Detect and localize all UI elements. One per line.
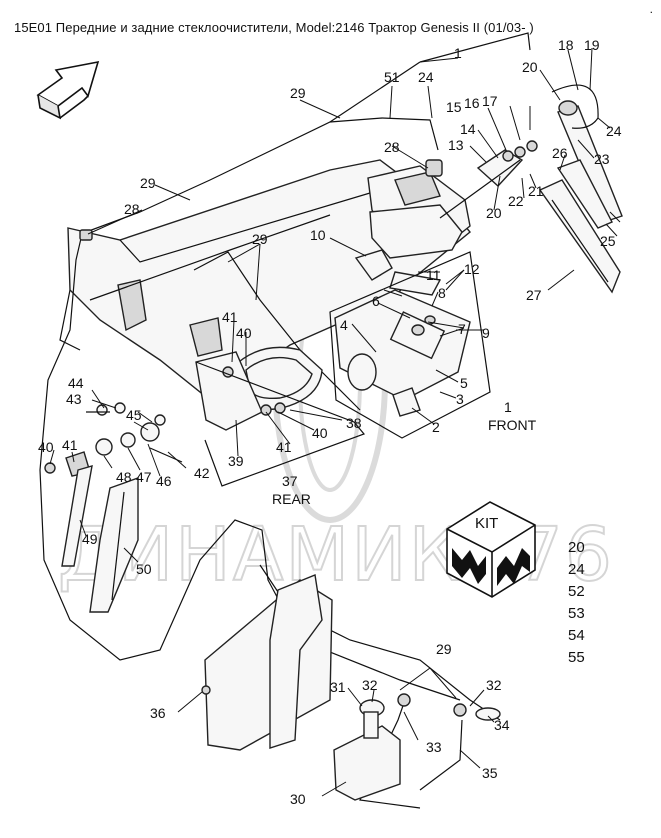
- callout-34: 34: [494, 717, 510, 733]
- front-wiper-blade: [538, 159, 621, 294]
- callout-1: 1: [454, 45, 462, 61]
- callout-40b: 40: [312, 425, 328, 441]
- callout-31: 31: [330, 679, 346, 695]
- callout-4: 4: [340, 317, 348, 333]
- callout-32a: 32: [362, 677, 378, 693]
- callout-45: 45: [126, 407, 142, 423]
- kit-label: KIT: [475, 515, 498, 532]
- callout-28a: 28: [384, 139, 400, 155]
- callout-30: 30: [290, 791, 306, 807]
- washer-reservoir: [201, 574, 501, 801]
- kit-item: 52: [568, 583, 585, 600]
- callout-18: 18: [558, 37, 574, 53]
- kit-item: 55: [568, 649, 585, 666]
- callout-11: 11: [426, 267, 441, 283]
- callout-35: 35: [482, 765, 498, 781]
- kit-item: 20: [568, 539, 585, 556]
- callout-27: 27: [526, 287, 542, 303]
- callout-39: 39: [228, 453, 244, 469]
- callout-28b: 28: [124, 201, 140, 217]
- callout-40a: 40: [236, 325, 252, 341]
- callout-44: 44: [68, 375, 84, 391]
- callout-26: 26: [552, 145, 568, 161]
- callout-49: 49: [82, 531, 98, 547]
- callout-33: 33: [426, 739, 442, 755]
- callout-36: 36: [150, 705, 166, 721]
- callout-38: 38: [346, 415, 362, 431]
- callout-6: 6: [372, 293, 380, 309]
- callout-13: 13: [448, 137, 464, 153]
- corner-mark: .: [649, 2, 653, 16]
- caption-front: FRONT: [488, 417, 537, 433]
- callout-1b: 1: [504, 399, 512, 415]
- callout-16: 16: [464, 95, 480, 111]
- callout-2: 2: [432, 419, 440, 435]
- kit-item: 24: [568, 561, 585, 578]
- callout-22: 22: [508, 193, 524, 209]
- callout-25: 25: [600, 233, 616, 249]
- callout-19: 19: [584, 37, 600, 53]
- leader-lines: [49, 47, 621, 797]
- kit-item: 53: [568, 605, 585, 622]
- callout-9: 9: [482, 325, 490, 341]
- callout-41b: 41: [276, 439, 292, 455]
- callout-14: 14: [460, 121, 476, 137]
- callout-labels: 1 18 19 20 24 23 26 15 16 17 14 13 21 22…: [38, 37, 622, 807]
- callout-24: 24: [606, 123, 622, 139]
- callout-40c: 40: [38, 439, 54, 455]
- callout-23: 23: [594, 151, 610, 167]
- rear-wiper-blade: [89, 477, 139, 613]
- callout-21: 21: [528, 183, 544, 199]
- callout-15: 15: [446, 99, 462, 115]
- direction-arrow-icon: [36, 60, 100, 120]
- callout-32b: 32: [486, 677, 502, 693]
- callout-41c: 41: [62, 437, 78, 453]
- callout-29d: 29: [436, 641, 452, 657]
- rear-wiper-parts: [44, 402, 183, 567]
- front-motor-assembly: [334, 249, 471, 417]
- callout-7: 7: [458, 321, 466, 337]
- callout-3: 3: [456, 391, 464, 407]
- callout-20b: 20: [486, 205, 502, 221]
- cab-roof-panel: [59, 159, 471, 401]
- front-motor-housing: [367, 165, 471, 259]
- callout-43: 43: [66, 391, 82, 407]
- callout-24a: 24: [418, 69, 434, 85]
- callout-41a: 41: [222, 309, 238, 325]
- kit-list: KIT 20 24 52 53 54 55: [475, 515, 585, 666]
- caption-rear: REAR: [272, 491, 311, 507]
- callout-29c: 29: [252, 231, 268, 247]
- callout-17: 17: [482, 93, 498, 109]
- kit-item: 54: [568, 627, 585, 644]
- callout-50: 50: [136, 561, 152, 577]
- callout-47: 47: [136, 469, 152, 485]
- front-wiper-arm: [439, 84, 623, 223]
- bracket-frames: [195, 32, 531, 487]
- callout-42: 42: [194, 465, 210, 481]
- kit-box-icon: [446, 501, 536, 598]
- callout-20: 20: [522, 59, 538, 75]
- callout-12: 12: [464, 261, 480, 277]
- callout-46: 46: [156, 473, 172, 489]
- diagram-title: 15E01 Передние и задние стеклоочистители…: [14, 20, 534, 35]
- callout-29a: 29: [290, 85, 306, 101]
- callout-10: 10: [310, 227, 326, 243]
- callout-8: 8: [438, 285, 446, 301]
- callout-48: 48: [116, 469, 132, 485]
- callout-37: 37: [282, 473, 298, 489]
- callout-29b: 29: [140, 175, 156, 191]
- callout-51: 51: [384, 69, 400, 85]
- callout-5: 5: [460, 375, 468, 391]
